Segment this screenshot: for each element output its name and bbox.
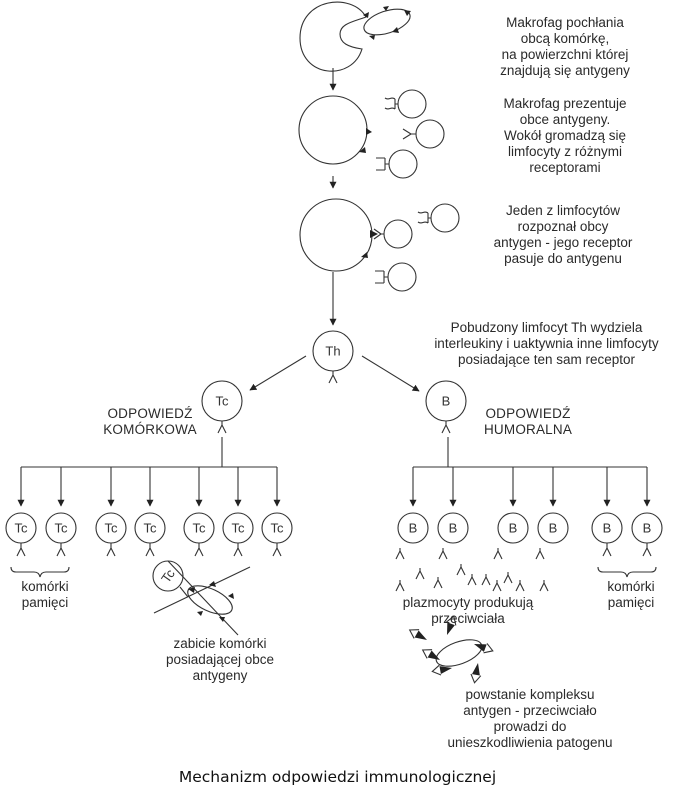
antibody	[492, 580, 502, 592]
child-cell-label: Tc	[55, 521, 69, 536]
lymphocyte-square-receptor-2	[375, 262, 417, 292]
foreign-cell	[363, 6, 411, 40]
receptor	[272, 543, 282, 557]
child-cell-label: Tc	[15, 521, 29, 536]
receptor	[233, 543, 243, 557]
child-cell-label: Tc	[144, 521, 158, 536]
lymphocyte-y-receptor	[402, 119, 445, 149]
step-presentation-text: Makrofag prezentuje obce antygeny. Wokół…	[503, 96, 627, 175]
step-recognition-text: Jeden z limfocytów rozpoznał obcy antyge…	[493, 203, 633, 266]
bound-antibody	[408, 629, 420, 639]
cellular-response-label: ODPOWIEDŹ KOMÓRKOWA	[103, 406, 197, 437]
child-cell-label: B	[549, 521, 558, 536]
lymphocyte-square-receptor	[376, 149, 418, 179]
child-cell: B	[591, 512, 623, 557]
step-activation-text: Pobudzony limfocyt Th wydziela interleuk…	[434, 320, 659, 367]
child-cell-label: Tc	[193, 521, 207, 536]
arrow-to-tc	[249, 355, 307, 391]
bound-antigen	[471, 663, 480, 676]
receptor	[106, 543, 116, 557]
antibody	[481, 574, 491, 586]
receptor	[642, 543, 652, 557]
antibody	[456, 564, 466, 576]
child-cell-label: B	[643, 521, 652, 536]
antibody	[467, 574, 477, 586]
child-cell: Tc	[134, 512, 166, 557]
antibody	[539, 580, 549, 592]
macrophage-recognition	[299, 198, 378, 272]
bound-antigen	[474, 644, 487, 652]
child-cell-label: B	[603, 521, 612, 536]
antibody	[433, 577, 443, 589]
receptor	[145, 543, 155, 557]
child-cell-label: B	[449, 521, 458, 536]
antibody	[535, 548, 545, 560]
memory-cells-b-label: komórki pamięci	[607, 579, 655, 610]
child-cell: Tc	[222, 512, 254, 557]
child-cell-label: Tc	[105, 521, 119, 536]
kill-cell-label: zabicie komórki posiadającej obce antyge…	[165, 636, 275, 683]
tc-killing-cell: Tc	[152, 560, 251, 636]
macrophage-engulfing	[299, 1, 411, 72]
bound-antigen	[414, 630, 427, 640]
memory-brace-tc	[10, 566, 70, 578]
receptor	[194, 543, 204, 557]
b-cell-label: B	[442, 394, 451, 409]
child-cell: B	[437, 512, 469, 544]
cellular-branch-tree: Tc Tc Tc Tc Tc Tc Tc	[5, 437, 293, 557]
bound-antigen	[439, 666, 452, 675]
antibody	[493, 548, 503, 560]
memory-cells-tc-label: komórki pamięci	[21, 579, 69, 610]
th-cell-label: Th	[325, 344, 340, 359]
antigen-antibody-complex	[408, 615, 494, 684]
child-cell-label: Tc	[232, 521, 246, 536]
child-cell: Tc	[45, 512, 77, 557]
child-cell: Tc	[183, 512, 215, 557]
plasma-cells-label: plazmocyty produkują przeciwciała	[402, 595, 534, 626]
receptor	[602, 543, 612, 557]
lymphocyte-wavy-receptor-2	[417, 203, 460, 233]
bound-antibody	[470, 673, 482, 684]
antibody	[395, 548, 405, 560]
antibodies	[395, 548, 549, 592]
antibody	[395, 580, 405, 592]
bound-antibody	[421, 649, 433, 659]
b-cell: B	[425, 380, 467, 434]
child-cell: Tc	[95, 512, 127, 557]
step-phagocytosis-text: Makrofag pochłania obcą komórkę, na powi…	[500, 15, 630, 78]
child-cell: B	[397, 512, 429, 544]
receptor	[56, 543, 66, 557]
child-cell: B	[497, 512, 529, 544]
bound-antibody	[483, 643, 494, 654]
child-cell: Tc	[261, 512, 293, 557]
child-cell: B	[537, 512, 569, 544]
bound-antibody	[446, 615, 457, 626]
figure-title: Mechanizm odpowiedzi immunologicznej	[178, 768, 497, 786]
child-cell: Tc	[5, 512, 37, 557]
macrophage-presenting	[298, 95, 372, 165]
antibody	[415, 568, 425, 580]
memory-brace-b	[597, 566, 657, 578]
lymphocyte-wavy-receptor	[384, 89, 427, 119]
lymphocyte-matching-receptor	[373, 219, 413, 249]
bound-antigen	[427, 650, 440, 660]
bound-antigen	[447, 622, 455, 635]
child-cell-label: B	[509, 521, 518, 536]
antibody	[503, 572, 513, 584]
child-cell-label: Tc	[271, 521, 285, 536]
th-cell: Th	[312, 330, 354, 384]
receptor	[16, 543, 26, 557]
tc-cell-label: Tc	[216, 394, 230, 409]
tc-cell: Tc	[201, 380, 243, 434]
complex-label: powstanie kompleksu antygen - przeciwcia…	[447, 687, 613, 750]
arrow-to-b	[361, 355, 420, 392]
child-cell: B	[631, 512, 663, 557]
antibody	[438, 548, 448, 560]
bound-antibody	[431, 664, 442, 676]
child-cell-label: B	[409, 521, 418, 536]
antibody	[515, 580, 525, 592]
humoral-response-label: ODPOWIEDŹ HUMORALNA	[483, 406, 573, 437]
